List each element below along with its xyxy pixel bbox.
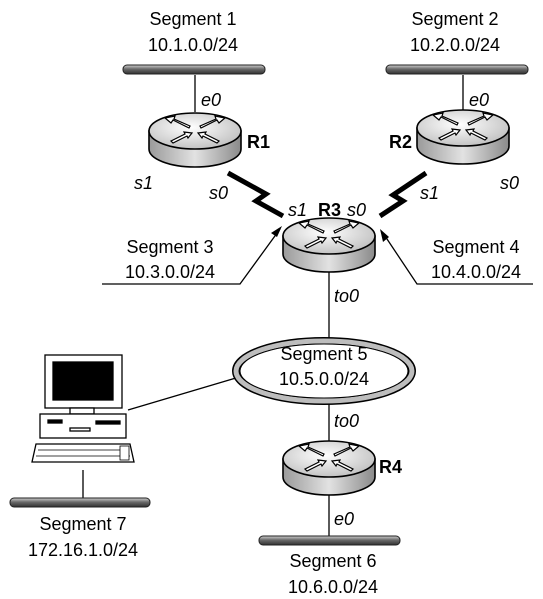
- segment-1-name: Segment 1: [149, 9, 236, 29]
- segment-1-bar: [122, 64, 266, 75]
- segment-2-network: 10.2.0.0/24: [410, 35, 500, 55]
- pc-ring-link: [127, 374, 247, 411]
- seg3-pointer: [102, 228, 281, 285]
- router-r2-label: R2: [389, 132, 412, 152]
- segment-6-name: Segment 6: [289, 551, 376, 571]
- r3-s1-label: s1: [288, 200, 307, 220]
- pointer-arrowheads: [271, 226, 389, 242]
- r1-s0-label: s0: [209, 183, 228, 203]
- r1-s1-label: s1: [134, 173, 153, 193]
- router-r3-label: R3: [318, 200, 341, 220]
- r4-to0-label: to0: [334, 411, 359, 431]
- r2-s1-label: s1: [420, 183, 439, 203]
- r2-s0-label: s0: [500, 173, 519, 193]
- segment-5-name: Segment 5: [280, 344, 367, 364]
- router-r3-icon: [282, 217, 376, 273]
- serial-link-r2-r3: [378, 170, 428, 219]
- segment-1-network: 10.1.0.0/24: [148, 35, 238, 55]
- segment-2-bar: [385, 64, 529, 75]
- r1-e0-label: e0: [201, 90, 221, 110]
- seg3-arrowhead: [271, 226, 282, 237]
- router-r4-icon: [282, 440, 376, 496]
- serial-link-r1-r3: [226, 170, 285, 219]
- segment-4-name: Segment 4: [432, 237, 519, 257]
- segment-6-bar: [258, 535, 401, 546]
- segment-7-bar: [9, 497, 151, 508]
- router-r4-label: R4: [379, 457, 402, 477]
- segment-3-name: Segment 3: [126, 237, 213, 257]
- segment-2-name: Segment 2: [411, 9, 498, 29]
- links: [82, 75, 533, 538]
- segment-7-name: Segment 7: [39, 514, 126, 534]
- segment-7-network: 172.16.1.0/24: [28, 540, 138, 560]
- workstation-icon: [31, 354, 135, 463]
- r3-s0-label: s0: [347, 200, 366, 220]
- r4-e0-label: e0: [334, 509, 354, 529]
- router-r1-icon: [148, 112, 242, 168]
- r3-to0-label: to0: [334, 286, 359, 306]
- segment-5-ring: [232, 337, 416, 405]
- r2-e0-label: e0: [469, 90, 489, 110]
- segment-4-network: 10.4.0.0/24: [431, 262, 521, 282]
- segment-3-network: 10.3.0.0/24: [125, 262, 215, 282]
- seg4-arrowhead: [380, 229, 389, 242]
- router-r1-label: R1: [247, 132, 270, 152]
- seg4-pointer: [382, 232, 533, 285]
- segment-5-network: 10.5.0.0/24: [279, 369, 369, 389]
- segment-6-network: 10.6.0.0/24: [288, 577, 378, 597]
- router-r2-icon: [416, 109, 510, 165]
